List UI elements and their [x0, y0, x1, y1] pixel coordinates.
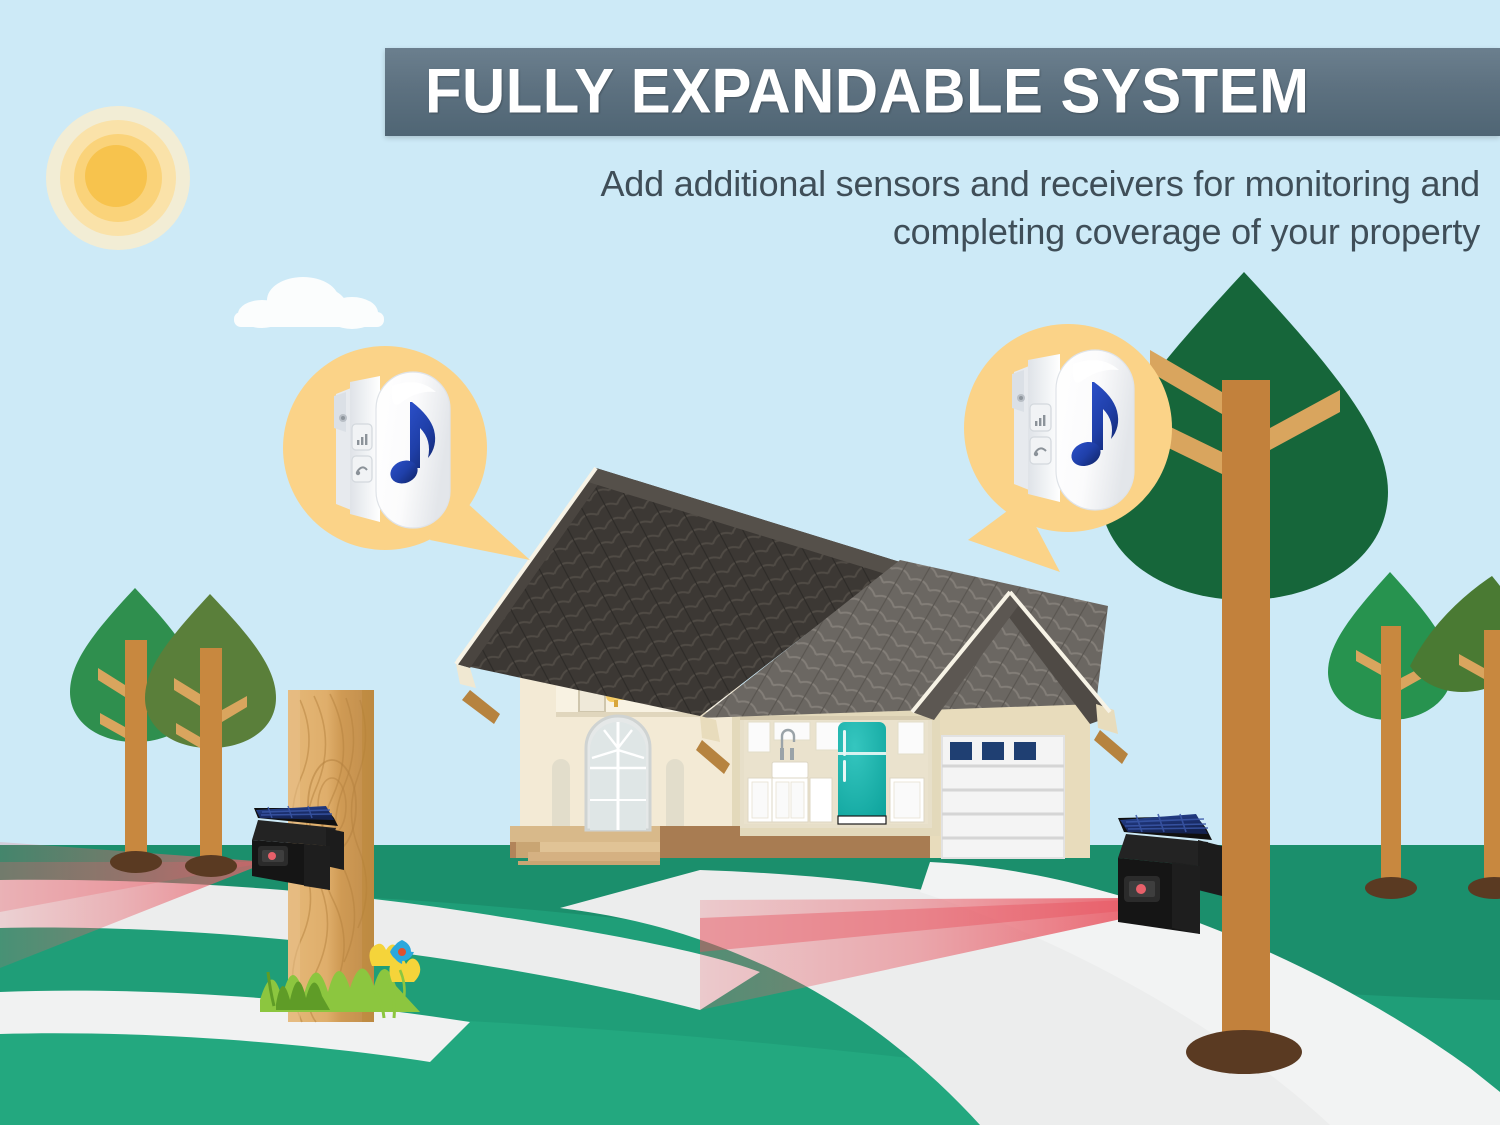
garage-door-window: [950, 742, 972, 760]
wall-niche-right: [666, 759, 684, 826]
solar-motion-sensor-right[interactable]: [1118, 813, 1222, 934]
arched-front-door[interactable]: [584, 714, 652, 832]
wireless-chime-receiver-left[interactable]: [283, 346, 530, 560]
upper-cabinets: [747, 721, 771, 753]
solar-motion-sensor-left[interactable]: [252, 805, 344, 890]
chime-device-right: [1012, 349, 1135, 511]
title-banner: FULLY EXPANDABLE SYSTEM: [385, 48, 1500, 136]
tree-left-front: [145, 594, 276, 877]
tree-right-far: [1410, 576, 1500, 899]
cloud: [234, 277, 384, 329]
sun: [46, 106, 190, 250]
volume-button-right[interactable]: [1029, 403, 1052, 432]
page-title: FULLY EXPANDABLE SYSTEM: [425, 56, 1310, 127]
front-porch-steps: [510, 826, 740, 865]
melody-button-left[interactable]: [351, 455, 373, 483]
beam-right: [700, 898, 1135, 1010]
music-note-icon-left: [390, 402, 436, 484]
blue-flower: [390, 940, 414, 999]
garage-door-window: [982, 742, 1004, 760]
tree-right-large: [1100, 272, 1388, 1074]
kitchen: [740, 716, 932, 828]
roof-right-gable-edge: [1002, 592, 1112, 724]
speech-bubble-tail-right: [968, 500, 1060, 572]
volume-button-left[interactable]: [351, 423, 373, 451]
cutaway-house: [454, 466, 1128, 865]
music-note-icon-right: [1071, 382, 1119, 467]
wireless-chime-receiver-right[interactable]: [964, 324, 1172, 572]
wall-niche-left: [552, 759, 570, 826]
tree-right-mid: [1328, 572, 1452, 899]
melody-button-right[interactable]: [1029, 436, 1052, 465]
teal-refrigerator: [837, 722, 887, 825]
chime-device-left: [334, 371, 451, 529]
garage-door-window: [1014, 742, 1036, 760]
subtitle-text: Add additional sensors and receivers for…: [600, 163, 1480, 252]
sectional-garage-door[interactable]: [941, 735, 1065, 859]
